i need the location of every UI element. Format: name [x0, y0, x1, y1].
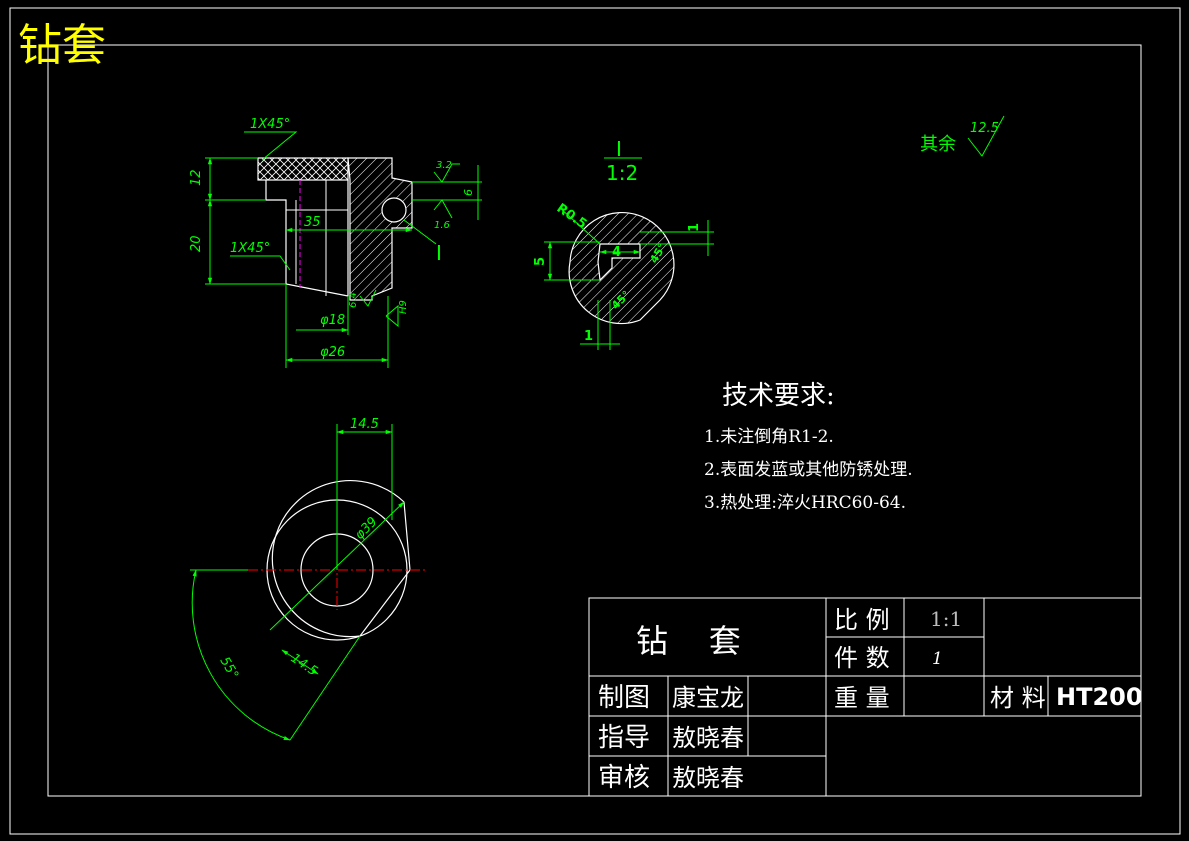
dim-top-d39: φ39 — [352, 514, 380, 542]
dim-detail-1-bot: 1 — [584, 329, 593, 344]
body-outline — [265, 180, 349, 297]
tech-requirements: 技术要求: 1.未注倒角R1-2. 2.表面发蓝或其他防锈处理. 3.热处理:淬… — [704, 381, 913, 513]
dim-r64: 6.4 — [348, 292, 359, 308]
surface-finish-value: 12.5 — [970, 121, 999, 136]
tb-drawn-label: 制图 — [598, 683, 650, 713]
dim-h12: 12 — [189, 169, 204, 186]
drawing-title: 钻套 — [18, 20, 106, 71]
tech-item-3: 3.热处理:淬火HRC60-64. — [704, 493, 906, 513]
dim-detail-5: 5 — [533, 257, 548, 266]
dim-top-55: 55° — [217, 655, 242, 682]
dim-h6: 6 — [462, 189, 475, 196]
detail-scale: 1:2 — [606, 161, 638, 185]
tb-guide-label: 指导 — [598, 723, 650, 753]
tech-heading: 技术要求: — [722, 381, 835, 411]
tb-scale-value: 1:1 — [930, 607, 962, 631]
tb-review-name: 敖晓春 — [672, 764, 744, 792]
groove-circle — [381, 197, 407, 223]
dim-detail-1-top: 1 — [687, 223, 702, 232]
dim-r32: 3.2 — [436, 160, 452, 171]
tech-item-1: 1.未注倒角R1-2. — [704, 427, 834, 447]
flange-section-hatch — [347, 157, 413, 301]
dim-d18: φ18 — [320, 313, 345, 328]
tb-qty-value: 1 — [932, 649, 943, 669]
tb-drawn-name: 康宝龙 — [672, 684, 744, 712]
dim-top-145a: 14.5 — [350, 417, 379, 432]
front-section-view: 1X45° 1X45° 12 20 3.2 6 1.6 35 6.4 φ18 φ… — [189, 117, 482, 368]
dim-r16: 1.6 — [434, 220, 450, 231]
dim-top-145b: 14.5 — [288, 651, 320, 680]
detail-view: I 1:2 R0.5 1 5 4 45° 45° 1 — [533, 137, 714, 350]
tb-review-label: 审核 — [598, 763, 650, 793]
tb-part-name: 钻 套 — [636, 622, 741, 660]
tb-material-label: 材 料 — [990, 684, 1046, 712]
top-view: 14.5 φ39 14.5 55° — [190, 417, 428, 741]
tb-scale-label: 比 例 — [834, 606, 890, 634]
dim-h20: 20 — [189, 235, 204, 252]
outer-profile — [271, 480, 411, 638]
surface-finish-label: 其余 — [920, 134, 956, 155]
tb-material-value: HT200 — [1056, 683, 1143, 711]
dim-d26: φ26 — [320, 345, 345, 360]
tb-guide-name: 敖晓春 — [672, 724, 744, 752]
tb-weight-label: 重 量 — [834, 684, 890, 712]
tech-item-2: 2.表面发蓝或其他防锈处理. — [704, 460, 913, 480]
tb-qty-label: 件 数 — [834, 644, 890, 672]
surface-finish-rest: 其余 12.5 — [920, 115, 1005, 157]
detail-label: I — [616, 137, 622, 161]
dim-r05: R0.5 — [554, 201, 590, 232]
dim-tol: H9 — [398, 300, 409, 314]
dim-detail-4: 4 — [612, 245, 621, 260]
dim-d35: 35 — [304, 215, 321, 230]
outer-frame — [9, 7, 1181, 835]
dim-chamfer-top: 1X45° — [250, 117, 290, 132]
dim-chamfer-mid: 1X45° — [230, 241, 270, 256]
knurled-flange — [257, 157, 349, 181]
detail-ref-label: I — [436, 241, 442, 265]
title-block — [588, 597, 1142, 797]
